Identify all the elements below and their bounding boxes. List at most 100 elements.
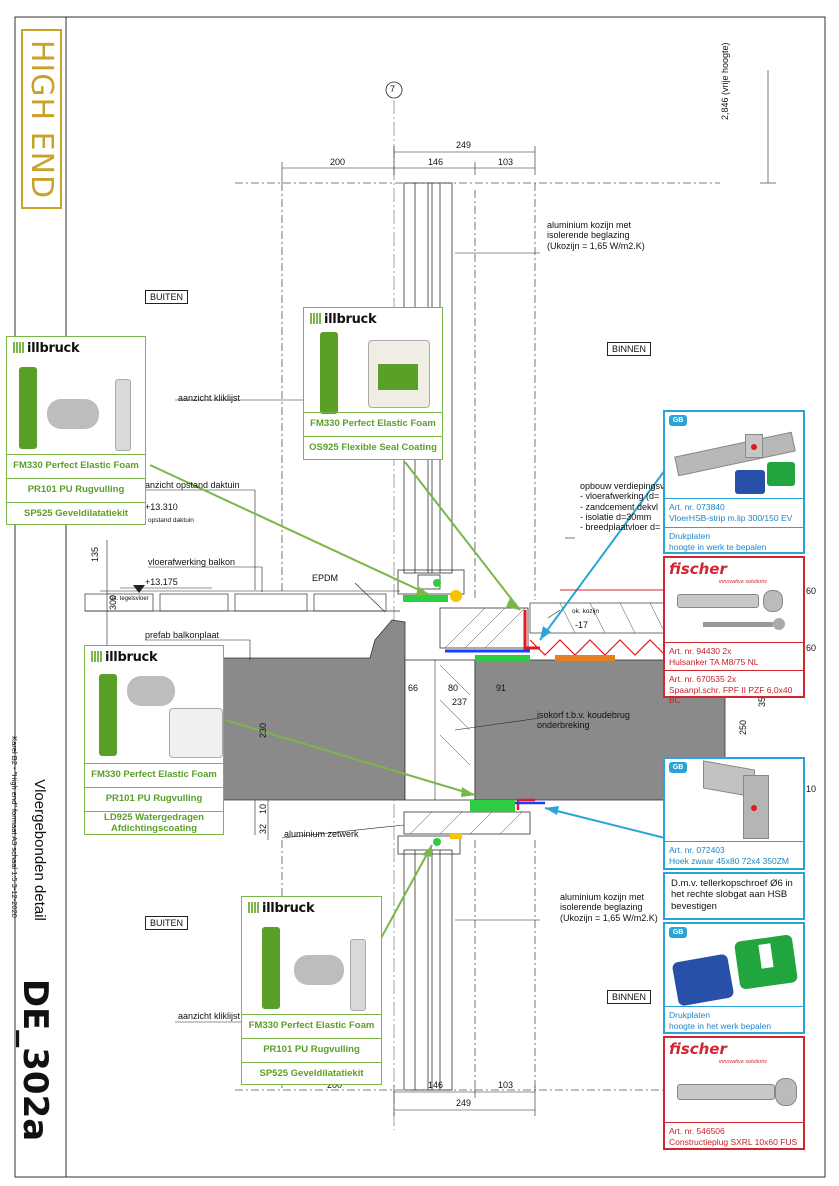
dim-103-bottom: 103 [498, 1080, 514, 1090]
label-ok-tegelvloer: ok. tegelsvloer [110, 596, 149, 602]
drawing-number: DE_302a [15, 978, 55, 1142]
seal-green-top [433, 579, 441, 587]
dim-80: 80 [448, 683, 459, 693]
gb-box-hoek: GB Art. nr. 072403 Hoek zwaar 45x80 72x4… [663, 757, 805, 870]
gb-arrows [539, 469, 666, 839]
label-kliklijst-top: aanzicht kliklijst [178, 393, 241, 403]
illbruck-logo: illbruck [13, 341, 80, 356]
membrane-red-bottom [516, 798, 535, 810]
gb3-line2: hoogte in het werk bepalen [669, 1021, 772, 1031]
dim-250: 250 [738, 719, 748, 735]
gb1-line1: Art. nr. 073840 [669, 502, 725, 512]
window-frame-bottom [397, 835, 461, 1091]
logo-frame [21, 29, 62, 209]
fischer2-line2: Constructieplug SXRL 10x60 FUS [669, 1137, 798, 1147]
label-kozijn-top: aluminium kozijn met isolerende beglazin… [547, 220, 645, 251]
label-opbouw: opbouw verdiepingsvloer: - vloerafwerkin… [580, 481, 664, 533]
label-level-13310: +13.310 [145, 502, 178, 512]
fischer2-line1: Art. nr. 546506 [669, 1126, 725, 1136]
note-box-tellerkopschroef: D.m.v. tellerkopschroef Ø6 in het rechte… [663, 872, 805, 920]
isokorf-hatch [439, 664, 471, 766]
illbruck-card-2: illbruck FM330 Perfect Elastic Foam OS92… [303, 307, 443, 460]
product-item: FM330 Perfect Elastic Foam [7, 454, 145, 477]
tape-green-top [475, 655, 530, 661]
label-kliklijst-bottom: aanzicht kliklijst [178, 1011, 241, 1021]
illbruck-logo: illbruck [310, 312, 377, 327]
label-isokorf: isokorf t.b.v. koudebrug onderbreking [537, 710, 630, 731]
product-item: FM330 Perfect Elastic Foam [242, 1014, 381, 1037]
illbruck-arrows [149, 461, 521, 941]
product-item: SP525 Geveldilatatiekit [7, 502, 145, 525]
dim-146-top: 146 [428, 157, 444, 167]
label-vloerafwerking-balkon: vloerafwerking balkon [148, 557, 236, 567]
product-item: SP525 Geveldilatatiekit [242, 1062, 381, 1085]
dim-60b: 60 [806, 643, 817, 653]
product-item: FM330 Perfect Elastic Foam [304, 412, 442, 435]
illbruck-logo: illbruck [91, 650, 158, 665]
dim-103-top: 103 [498, 157, 514, 167]
illbruck-card-3: illbruck FM330 Perfect Elastic Foam PR10… [84, 645, 224, 835]
balcony-tiles [84, 593, 400, 612]
top-dimensions [281, 70, 776, 184]
fischer1-line2: Hulsanker TA M8/75 NL [669, 657, 759, 667]
label-epdm: EPDM [312, 573, 339, 583]
label-zetwerk: aluminium zetwerk [284, 829, 359, 839]
dim-230: 230 [258, 722, 268, 738]
label-opstand-small: opstand daktuin [148, 517, 194, 524]
dim-146-bottom: 146 [428, 1080, 444, 1090]
level-marker [133, 585, 145, 593]
gb2-line2: Hoek zwaar 45x80 72x4 350ZM [669, 856, 790, 866]
dim-200-top: 200 [330, 157, 346, 167]
isokorf-block [404, 659, 476, 801]
epdm-green-top [403, 595, 448, 602]
seal-green-bottom [433, 838, 441, 846]
dim-237: 237 [452, 697, 468, 707]
foam-yellow [450, 590, 462, 602]
grid-axis-label: 7 [390, 84, 396, 94]
label-prefab: prefab balkonplaat [145, 630, 220, 640]
label-binnen-top: BINNEN [607, 342, 652, 357]
label-minus17: -17 [575, 620, 589, 630]
product-item: FM330 Perfect Elastic Foam [85, 763, 223, 786]
fischer1-line4: Spaanpl.schr. FPF II PZF 6,0x40 BC [669, 685, 793, 706]
bottom-dimensions [393, 1085, 536, 1116]
dim-249-top: 249 [456, 140, 472, 150]
gb-box-vloerstrip: GB Art. nr. 073840 VloerHSB-strip m.lip … [663, 410, 805, 554]
fischer-box-hulsanker: fischer innovative solutions Art. nr. 94… [663, 556, 805, 705]
illbruck-logo: illbruck [248, 901, 315, 916]
label-ok-kozijn: ok. kozijn [572, 608, 600, 615]
label-kozijn-bottom: aluminium kozijn met isolerende beglazin… [560, 892, 658, 923]
dim-32: 32 [258, 823, 268, 834]
dim-249-bottom: 249 [456, 1098, 472, 1108]
product-item: PR101 PU Rugvulling [7, 478, 145, 501]
product-images [19, 359, 139, 451]
illbruck-card-4: illbruck FM330 Perfect Elastic Foam PR10… [241, 896, 382, 1085]
dim-91: 91 [496, 683, 507, 693]
insulation-zigzag [529, 639, 666, 656]
dim-vrije-hoogte: 2,846 (vrije hoogte) [720, 42, 730, 120]
strip-image [674, 430, 796, 496]
gb2-line1: Art. nr. 072403 [669, 845, 725, 855]
dim-10-right: 10 [806, 784, 817, 794]
shims-image [671, 934, 799, 1007]
tape-green-bottom [470, 800, 515, 812]
foam-yellow-bottom [450, 833, 462, 839]
gb1-line3: Drukplaten [669, 531, 711, 541]
gb1-line4: hoogte in werk te bepalen [669, 542, 767, 552]
fischer-box-constructieplug: fischer innovative solutions Art. nr. 54… [663, 1036, 805, 1150]
angle-image [695, 760, 785, 839]
dim-135: 135 [90, 546, 100, 562]
tape-orange-top [555, 655, 615, 661]
product-item: PR101 PU Rugvulling [85, 787, 223, 810]
product-item: LD925 Watergedragen Afdichtingscoating [85, 811, 223, 836]
drawing-info: Karel B2 - "High end" formaat A3 schaal … [10, 736, 20, 918]
fischer-tagline: innovative solutions [719, 579, 768, 585]
dim-10: 10 [258, 803, 268, 814]
label-binnen-bottom: BINNEN [607, 990, 652, 1005]
gb-logo: GB [669, 415, 687, 426]
fischer1-line1: Art. nr. 94430 2x [669, 646, 732, 656]
drawing-title: Vloergebonden detail [31, 779, 49, 921]
label-buiten-bottom: BUITEN [145, 916, 189, 931]
gb3-line1: Drukplaten [669, 1010, 711, 1020]
logo-high-end: HIGH END [24, 39, 59, 199]
